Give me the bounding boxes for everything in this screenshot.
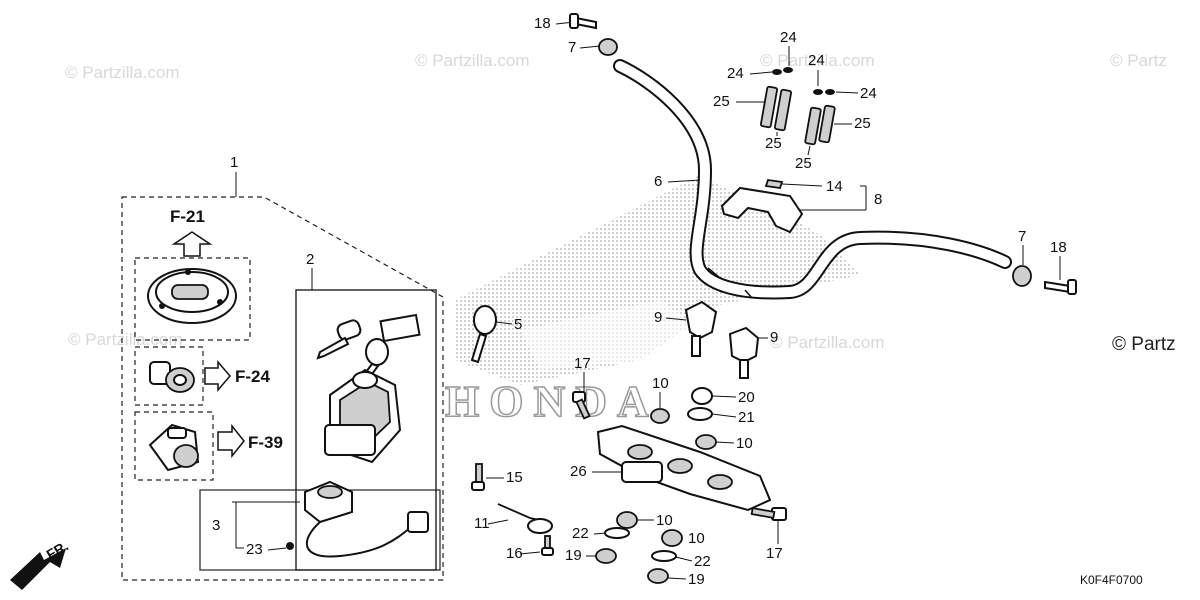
callout-24b: 24 [727,65,744,82]
callout-24d: 24 [860,85,877,102]
arrow-right-icon [204,359,231,393]
bar-end-weight-right [1012,265,1032,287]
callout-8: 8 [874,191,882,208]
callout-10c: 10 [656,512,673,529]
tank-lock [148,423,200,472]
ref-f24: F-24 [235,367,271,386]
callout-3: 3 [212,517,220,534]
upper-holder [720,179,804,234]
callout-20: 20 [738,389,755,406]
callout-10a: 10 [652,375,669,392]
watermark: © Partz [1110,51,1167,70]
bar-end-weight-left [598,38,618,56]
callout-25d: 25 [795,155,812,172]
callout-9b: 9 [770,329,778,346]
key-5 [470,305,497,364]
callout-26: 26 [570,463,587,480]
bushing-10b [695,434,717,450]
callout-17b: 17 [766,545,783,562]
arrow-right-icon [217,423,245,459]
callout-24a: 24 [780,29,797,46]
watermark: © Partzilla.com [770,333,885,352]
bushing-10c [616,511,638,529]
diagram-code: K0F4F0700 [1080,573,1143,587]
washer-22b [651,550,677,562]
callout-15: 15 [506,469,523,486]
callout-25b: 25 [765,135,782,152]
honda-logo-text: HONDA [445,377,659,426]
callout-19b: 19 [688,571,705,588]
honda-wing-logo: HONDA [444,175,860,427]
watermark: © Partzilla.com [415,51,530,70]
ignition-switch [324,368,402,464]
callout-24c: 24 [808,52,825,69]
callout-5: 5 [514,316,522,333]
callout-16: 16 [506,545,523,562]
ref-f21: F-21 [170,207,205,226]
assembly-frame [121,196,444,581]
front-arrow-icon [10,548,66,590]
bolt-15 [471,463,485,491]
callout-25c: 25 [854,115,871,132]
handlebar [613,59,1012,300]
top-bridge [596,424,772,512]
watermark: © Partzilla.com [68,330,183,349]
watermark-large: © Partz [1112,334,1176,355]
callout-17a: 17 [574,355,591,372]
ref-f39: F-39 [248,433,283,452]
arrow-up-icon [171,231,213,257]
washer-21 [687,407,713,421]
callout-19a: 19 [565,547,582,564]
bolt-17-left [572,391,591,420]
nut-19a [595,548,617,564]
callout-7b: 7 [1018,228,1026,245]
callout-18b: 18 [1050,239,1067,256]
callout-10b: 10 [736,435,753,452]
callout-14: 14 [826,178,843,195]
watermark: © Partzilla.com [65,63,180,82]
callout-11: 11 [474,515,490,532]
callout-10d: 10 [688,530,705,547]
callout-22b: 22 [694,553,711,570]
nut-19b [647,568,669,584]
nut-20 [691,387,713,405]
lower-holders [684,300,760,379]
washer-22a [604,527,630,539]
callout-2: 2 [306,251,314,268]
callout-7a: 7 [568,39,576,56]
seat-lock [149,361,195,393]
callout-6: 6 [654,173,662,190]
lock-switch-wire [286,480,429,558]
fuel-cap-box [134,257,251,341]
callout-1: 1 [230,154,238,171]
callout-25a: 25 [713,93,730,110]
bolt-17-right [750,507,787,521]
callout-23: 23 [246,541,263,558]
callout-9a: 9 [654,309,662,326]
bushing-10d [661,529,683,547]
callout-22a: 22 [572,525,589,542]
callout-21: 21 [738,409,755,426]
callout-18a: 18 [534,15,551,32]
bushing-10a [650,408,670,424]
upper-holder-bolts [760,67,836,146]
fuel-cap [147,268,237,324]
screw-16 [541,535,554,556]
end-bolt-right [1044,280,1071,294]
tank-lock-box [134,411,214,481]
